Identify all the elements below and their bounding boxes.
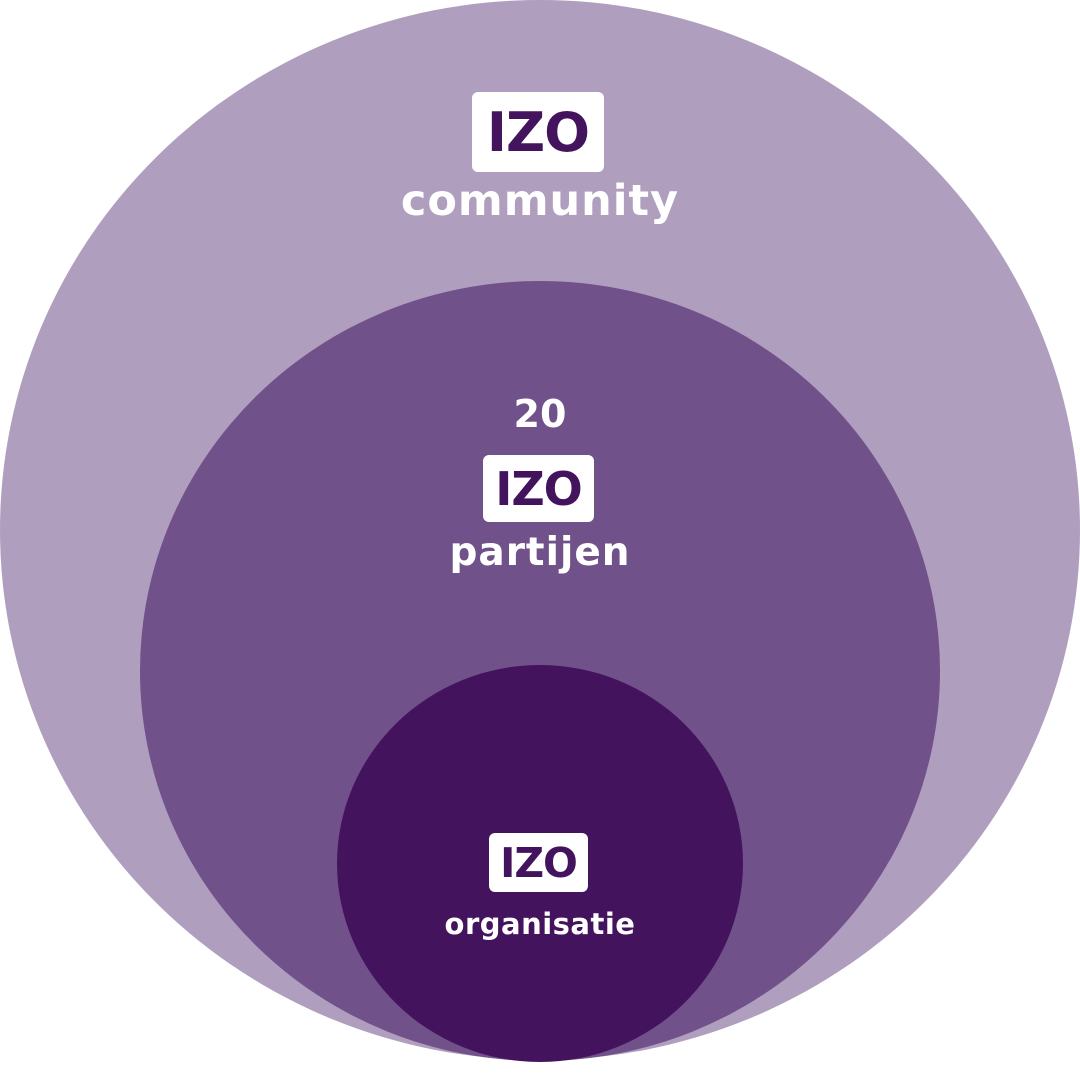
partijen-count: 20 — [513, 392, 567, 436]
community-label: community — [400, 176, 680, 226]
organisatie-label: organisatie — [444, 907, 636, 941]
partijen-label: partijen — [449, 530, 631, 575]
izo-logo-text: IZO — [486, 100, 590, 164]
izo-logo-community: IZO — [472, 92, 604, 172]
izo-logo-text: IZO — [495, 461, 583, 516]
izo-logo-organisatie: IZO — [489, 833, 588, 892]
izo-logo-partijen: IZO — [483, 455, 594, 522]
izo-logo-text: IZO — [500, 838, 578, 887]
